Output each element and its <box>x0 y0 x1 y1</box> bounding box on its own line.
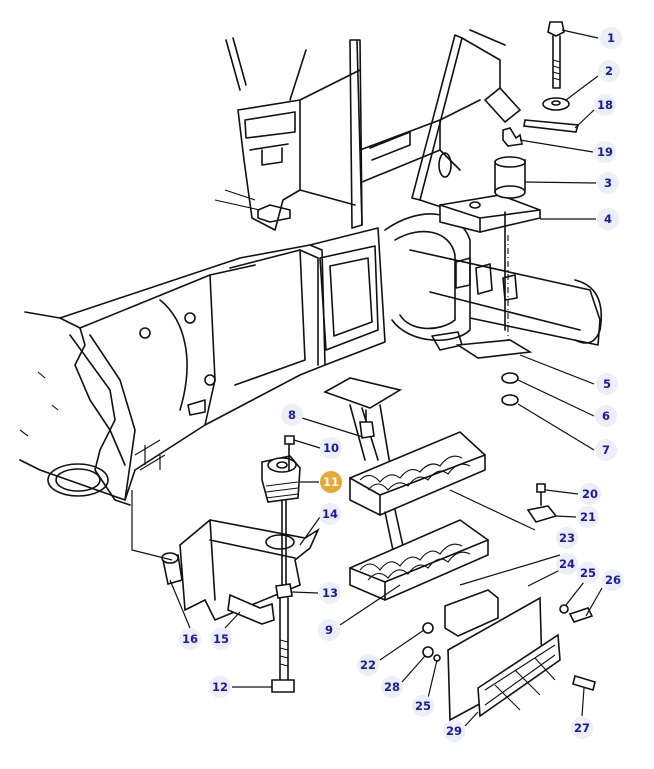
cab-frame-drawing <box>214 29 506 231</box>
part-callout-16[interactable]: 16 <box>179 628 201 650</box>
part-callout-13[interactable]: 13 <box>319 582 341 604</box>
part-callout-15[interactable]: 15 <box>210 628 232 650</box>
part-callout-5[interactable]: 5 <box>596 373 618 395</box>
part-callout-24[interactable]: 24 <box>556 553 578 575</box>
rear-axle-drawing <box>384 213 602 351</box>
part-callout-6[interactable]: 6 <box>595 405 617 427</box>
part-callout-4[interactable]: 4 <box>597 208 619 230</box>
part-callout-18[interactable]: 18 <box>594 94 616 116</box>
part-callout-27[interactable]: 27 <box>571 717 593 739</box>
transmission-housing-drawing <box>19 227 386 506</box>
part-callout-25[interactable]: 25 <box>412 695 434 717</box>
bracket-and-mount-drawing <box>131 409 375 693</box>
part-callout-3[interactable]: 3 <box>597 172 619 194</box>
part-callout-21[interactable]: 21 <box>577 506 599 528</box>
part-callout-14[interactable]: 14 <box>319 503 341 525</box>
part-callout-9[interactable]: 9 <box>318 619 340 641</box>
part-callout-22[interactable]: 22 <box>357 654 379 676</box>
step-assembly-drawing <box>323 377 596 722</box>
part-callout-1[interactable]: 1 <box>600 27 622 49</box>
part-callout-11[interactable]: 11 <box>320 471 342 493</box>
axle-mount-parts-drawing <box>439 21 580 406</box>
part-callout-28[interactable]: 28 <box>381 676 403 698</box>
leader-lines <box>169 29 603 727</box>
part-callout-23[interactable]: 23 <box>556 527 578 549</box>
part-callout-26[interactable]: 26 <box>602 569 624 591</box>
part-callout-8[interactable]: 8 <box>281 404 303 426</box>
part-callout-10[interactable]: 10 <box>320 437 342 459</box>
part-callout-25[interactable]: 25 <box>577 562 599 584</box>
part-callout-2[interactable]: 2 <box>598 60 620 82</box>
part-callout-7[interactable]: 7 <box>595 439 617 461</box>
part-callout-12[interactable]: 12 <box>209 676 231 698</box>
part-callout-19[interactable]: 19 <box>594 141 616 163</box>
part-callout-29[interactable]: 29 <box>443 720 465 742</box>
part-callout-20[interactable]: 20 <box>579 483 601 505</box>
